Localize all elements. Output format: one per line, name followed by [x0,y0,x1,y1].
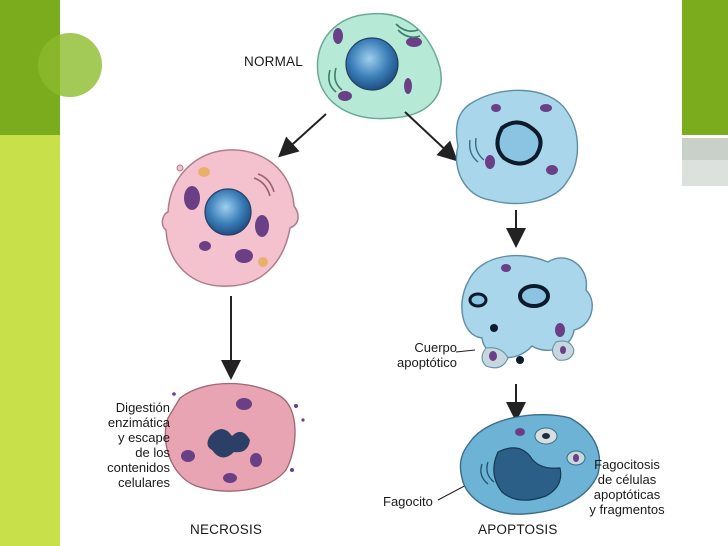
arrow-normal-necrosis [278,113,327,158]
normal-cell [316,12,442,120]
left-circle-deco [38,33,102,97]
label-digestion-enzimatica: Digestión enzimática y escape de los con… [107,400,170,490]
label-fagocitosis: Fagocitosis de células apoptóticas y fra… [589,457,665,517]
necrosis-swollen-cell [161,149,299,287]
apoptosis-shrinking-cell [455,89,579,205]
apoptosis-phagocyte [459,414,601,515]
pointer-cuerpo [455,349,476,353]
label-cuerpo-apoptotico: Cuerpo apoptótico [397,340,457,370]
right-band-gray-light [682,160,728,186]
arrows [221,111,526,501]
right-band-dark [682,0,728,135]
arrow-normal-apoptosis [404,111,458,162]
apoptosis-blebbing-cell [461,254,593,369]
label-apoptosis: APOPTOSIS [478,522,558,537]
label-normal: NORMAL [244,54,303,69]
left-band-light [0,135,60,546]
necrosis-final-cell [164,382,305,492]
label-fagocito: Fagocito [383,494,433,509]
label-necrosis: NECROSIS [190,522,263,537]
